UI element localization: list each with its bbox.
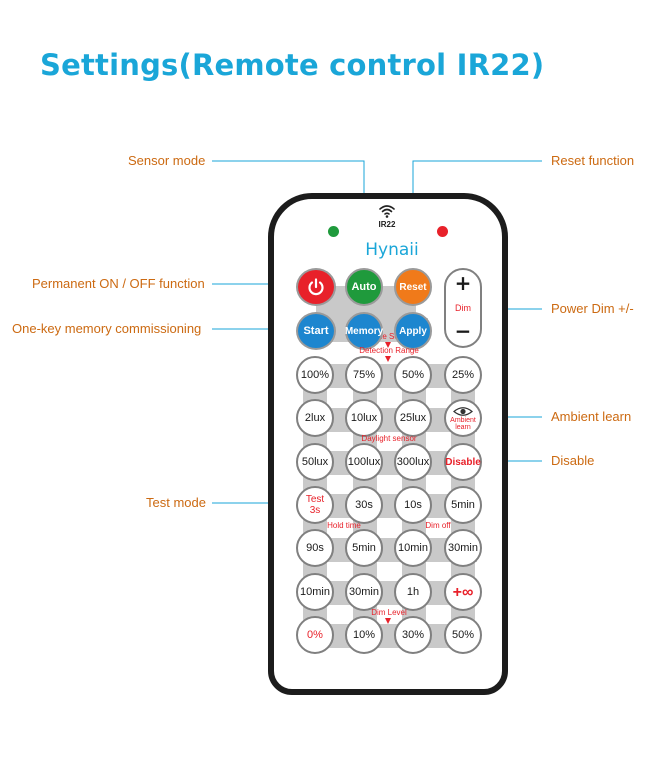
dim-plus-button[interactable]: + [454,271,472,295]
dim-off-10s-button[interactable]: 10s [394,486,432,524]
hold-30s-button[interactable]: 30s [345,486,383,524]
scene-setting-arrow-icon [385,342,391,348]
dim-level-30-button[interactable]: 30% [394,616,432,654]
eye-icon [453,406,473,416]
dim-level-50-button[interactable]: 50% [444,616,482,654]
ambient-learn-button[interactable]: Ambient learn [444,399,482,437]
dim-level-arrow-icon [385,618,391,624]
green-led-indicator [328,226,339,237]
apply-button[interactable]: Apply [394,312,432,350]
test-3s-button[interactable]: Test 3s [296,486,334,524]
detection-range-label: Detection Range [359,346,419,355]
red-led-indicator [437,226,448,237]
dim-level-label: Dim Level [371,608,407,617]
power-button[interactable] [296,268,336,306]
ambient-learn-text: Ambient learn [450,416,476,431]
callout-sensor-mode: Sensor mode [128,153,206,168]
callout-ambient-learn: Ambient learn [551,409,632,424]
range-25-button[interactable]: 25% [444,356,482,394]
auto-button[interactable]: Auto [345,268,383,306]
dim-off-5min-button[interactable]: 5min [444,486,482,524]
dim-off-infinite-button[interactable]: +∞ [444,573,482,611]
dim-off-label: Dim off [425,521,451,530]
brand-logo: Hynaii [365,240,419,260]
detection-range-arrow-icon [385,356,391,362]
disable-button[interactable]: Disable [444,443,482,481]
power-icon [308,278,324,296]
dim-rocker: + Dim − [444,268,482,348]
daylight-sensor-label: Daylight sensor [361,434,417,443]
hold-10min-button[interactable]: 10min [296,573,334,611]
lux-50-button[interactable]: 50lux [296,443,334,481]
dim-off-30min-button[interactable]: 30min [444,529,482,567]
dim-minus-button[interactable]: − [454,319,472,343]
callout-power-dim: Power Dim +/- [551,301,634,316]
range-50-button[interactable]: 50% [394,356,432,394]
hold-90s-button[interactable]: 90s [296,529,334,567]
hold-time-label: Hold time [327,521,361,530]
dim-off-10min-button[interactable]: 10min [394,529,432,567]
model-label: IR22 [378,220,396,229]
callout-one-key-memory: One-key memory commissioning [12,321,202,336]
lux-300-button[interactable]: 300lux [394,443,432,481]
hold-30min-button[interactable]: 30min [345,573,383,611]
callout-test-mode: Test mode [146,495,206,510]
hold-5min-button[interactable]: 5min [345,529,383,567]
dim-level-0-button[interactable]: 0% [296,616,334,654]
callout-disable: Disable [551,453,595,468]
dim-level-10-button[interactable]: 10% [345,616,383,654]
page-title: Settings(Remote control IR22) [40,48,545,82]
callout-reset-function: Reset function [551,153,635,168]
wifi-icon [379,205,395,218]
range-75-button[interactable]: 75% [345,356,383,394]
lux-25-button[interactable]: 25lux [394,399,432,437]
start-button[interactable]: Start [296,312,336,350]
dim-off-1h-button[interactable]: 1h [394,573,432,611]
scene-setting-label: Scene Setting [364,332,414,341]
range-100-button[interactable]: 100% [296,356,334,394]
lux-2-button[interactable]: 2lux [296,399,334,437]
lux-10-button[interactable]: 10lux [345,399,383,437]
dim-label: Dim [455,303,471,313]
callout-permanent-on-off: Permanent ON / OFF function [32,276,205,291]
reset-button[interactable]: Reset [394,268,432,306]
memory-button[interactable]: Memory [345,312,383,350]
lux-100-button[interactable]: 100lux [345,443,383,481]
